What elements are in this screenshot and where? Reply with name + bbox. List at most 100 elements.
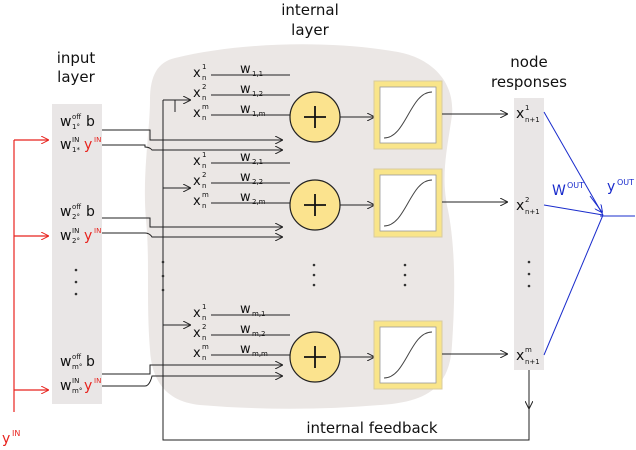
unit-input-x-subscript: n: [202, 74, 206, 82]
unit-input-x-subscript: n: [202, 94, 206, 102]
input-to-unit-wiring: [102, 129, 282, 387]
sigmoid-curve-icon: [383, 331, 433, 379]
unit-input-x: x: [193, 66, 201, 81]
svg-text:W: W: [552, 183, 566, 199]
unit-weight-subscript: 2,2: [252, 178, 263, 186]
response-x-superscript: 1: [525, 104, 529, 112]
response-x: x: [516, 348, 524, 364]
input-weight-superscript: off: [72, 203, 81, 211]
unit-input-x: x: [193, 106, 201, 121]
unit-input-x-subscript: n: [202, 162, 206, 170]
output-weights-label: W OUT: [552, 181, 584, 199]
input-term-superscript: IN: [94, 377, 101, 385]
input-term: b: [86, 354, 95, 370]
unit-input-x-superscript: 2: [202, 323, 206, 331]
unit-weight-symbol: w: [240, 170, 251, 185]
unit-input-x-subscript: n: [202, 202, 206, 210]
unit-input-x-subscript: n: [202, 314, 206, 322]
unit-input-x: x: [193, 154, 201, 169]
unit-weight-subscript: 1,2: [252, 90, 263, 98]
unit-weight-subscript: 2,m: [252, 198, 266, 206]
response-x: x: [516, 198, 524, 214]
unit-input-x-superscript: 1: [202, 303, 206, 311]
unit-input-x: x: [193, 306, 201, 321]
unit-input-x-subscript: n: [202, 354, 206, 362]
output-y-label: y OUT: [607, 178, 634, 195]
svg-text:IN: IN: [12, 429, 20, 438]
unit-input-x: x: [193, 346, 201, 361]
unit-weight-symbol: w: [240, 302, 251, 317]
input-term: y: [84, 228, 92, 244]
input-weight-symbol: w: [60, 228, 71, 244]
unit-input-x-subscript: n: [202, 182, 206, 190]
unit-input-x-subscript: n: [202, 334, 206, 342]
input-weight-subscript: 2°: [72, 237, 80, 245]
input-term: b: [86, 204, 95, 220]
response-x-superscript: m: [525, 346, 532, 354]
unit-weight-symbol: w: [240, 150, 251, 165]
response-x-subscript: n+1: [525, 116, 540, 124]
unit-input-x-superscript: m: [202, 103, 209, 111]
input-weight-symbol: w: [60, 354, 71, 370]
node-responses-panel: [514, 98, 544, 370]
unit-input-x-superscript: m: [202, 343, 209, 351]
sigmoid-curve-icon: [383, 179, 433, 227]
svg-text:OUT: OUT: [567, 181, 584, 190]
input-weight-subscript: m°: [72, 363, 82, 371]
input-term: y: [84, 378, 92, 394]
input-signal-label: y IN: [2, 429, 20, 447]
unit-input-x-superscript: 1: [202, 151, 206, 159]
unit-input-x-superscript: 2: [202, 171, 206, 179]
input-weight-subscript: 1*: [72, 146, 80, 154]
unit-weight-subscript: m,2: [252, 330, 266, 338]
response-x: x: [516, 106, 524, 122]
internal-feedback-label: internal feedback: [306, 419, 438, 437]
unit-weight-symbol: w: [240, 322, 251, 337]
unit-weight-symbol: w: [240, 62, 251, 77]
input-layer-panel: [52, 104, 102, 404]
unit-weight-subscript: 1,m: [252, 110, 266, 118]
input-weight-symbol: w: [60, 114, 71, 130]
unit-input-x: x: [193, 326, 201, 341]
feedback-dots: [161, 260, 165, 292]
internal-layer-label-line2: layer: [291, 21, 329, 39]
unit-weight-subscript: m,1: [252, 310, 266, 318]
svg-text:OUT: OUT: [617, 178, 634, 187]
unit-input-x: x: [193, 86, 201, 101]
input-weight-superscript: IN: [72, 377, 79, 385]
input-weight-subscript: 2°: [72, 213, 80, 221]
response-x-subscript: n+1: [525, 358, 540, 366]
input-layer-dots: [74, 268, 78, 296]
internal-layer-label-line1: internal: [281, 1, 339, 19]
input-signal-lines: [13, 140, 48, 412]
unit-weight-subscript: 1,1: [252, 70, 263, 78]
unit-weight-symbol: w: [240, 190, 251, 205]
input-weight-superscript: off: [72, 113, 81, 121]
input-term: b: [86, 114, 95, 130]
unit-separator-dots: [312, 260, 531, 288]
svg-text:y: y: [607, 179, 615, 195]
unit-input-x-superscript: 1: [202, 63, 206, 71]
unit-weight-symbol: w: [240, 342, 251, 357]
unit-weight-symbol: w: [240, 102, 251, 117]
input-layer-label-line1: input: [57, 49, 96, 67]
svg-text:y: y: [2, 431, 10, 447]
input-weight-symbol: w: [60, 137, 71, 153]
input-weight-subscript: 1°: [72, 123, 80, 131]
input-layer-label-line2: layer: [57, 68, 95, 86]
unit-input-x-subscript: n: [202, 114, 206, 122]
node-responses-label-line1: node: [510, 53, 547, 71]
input-weight-superscript: IN: [72, 136, 79, 144]
unit-weight-symbol: w: [240, 82, 251, 97]
input-weight-symbol: w: [60, 204, 71, 220]
input-weight-superscript: IN: [72, 227, 79, 235]
input-weight-symbol: w: [60, 378, 71, 394]
